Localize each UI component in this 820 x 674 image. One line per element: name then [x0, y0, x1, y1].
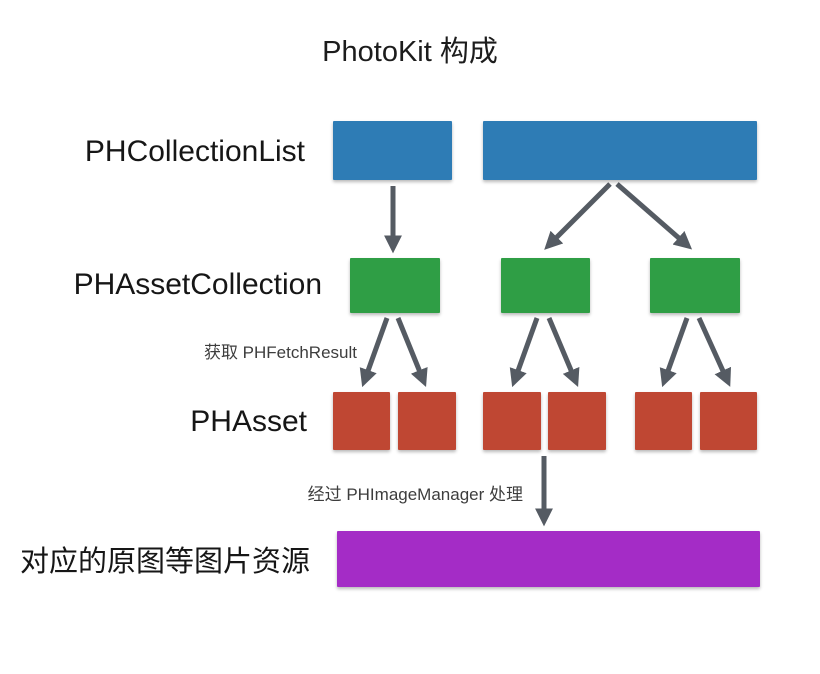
- arrow-connector: [615, 182, 693, 250]
- node-asset-6: [700, 392, 757, 450]
- node-asset-5: [635, 392, 692, 450]
- label-phasset: PHAsset: [190, 405, 307, 438]
- annotation-image-manager: 经过 PHImageManager 处理: [307, 485, 523, 504]
- arrow-connector: [395, 317, 428, 388]
- node-asset-1: [333, 392, 390, 450]
- arrow-connector: [509, 317, 540, 388]
- node-collectionlist-1: [333, 121, 452, 180]
- label-image-resource: 对应的原图等图片资源: [19, 546, 310, 578]
- annotation-fetch-result: 获取 PHFetchResult: [203, 343, 357, 362]
- node-asset-3: [483, 392, 541, 450]
- arrow-connector: [659, 317, 690, 388]
- diagram-title: PhotoKit 构成: [322, 36, 498, 68]
- node-assetcollection-1: [350, 258, 440, 313]
- node-collectionlist-2: [483, 121, 757, 180]
- arrow-connector: [546, 317, 580, 387]
- node-asset-4: [548, 392, 606, 450]
- arrow-connector: [359, 317, 390, 388]
- node-image-resource: [337, 531, 760, 587]
- node-asset-2: [398, 392, 456, 450]
- arrow-connector: [696, 316, 731, 387]
- label-phcollectionlist: PHCollectionList: [84, 135, 305, 168]
- label-phassetcollection: PHAssetCollection: [73, 268, 322, 301]
- node-assetcollection-2: [501, 258, 590, 313]
- arrow-connector: [544, 182, 612, 250]
- node-assetcollection-3: [650, 258, 740, 313]
